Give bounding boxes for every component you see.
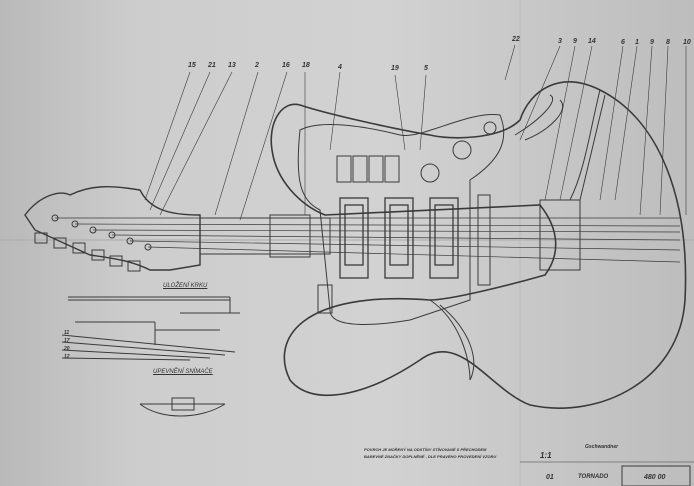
f-hole-upper (514, 94, 563, 141)
callout-22: 22 (512, 36, 520, 43)
note-line-2: BAREVNÉ ZNAČKY DOPLNĚNÉ , DLE PRAVÉHO PR… (364, 454, 497, 459)
callout-15: 15 (188, 62, 196, 69)
callout-1: 1 (635, 39, 639, 46)
pickup-mount-section (139, 397, 226, 417)
control-switches (336, 155, 400, 183)
neck-mount-label: ULOŽENÍ KRKU (163, 283, 208, 289)
callout-13: 13 (228, 62, 236, 69)
sheet-number: 01 (546, 474, 554, 481)
headstock (24, 186, 201, 271)
callout-5: 5 (424, 65, 428, 72)
knobs (420, 121, 497, 183)
pickups (339, 197, 459, 279)
callout-2: 2 (255, 62, 259, 69)
callout-14: 14 (588, 38, 596, 45)
callout-19: 19 (391, 65, 399, 72)
callout-18: 18 (302, 62, 310, 69)
side-number-11: 11 (64, 330, 70, 336)
guitar-body-outline (270, 81, 687, 409)
drawing-name: TORNADO (578, 474, 609, 480)
f-hole-lower (429, 299, 475, 381)
callout-16: 16 (282, 62, 290, 69)
title-block-box (621, 465, 691, 486)
callout-21: 21 (208, 62, 216, 69)
note-line-1: POVRCH JE MOŘENÝ NA ODSTÍNY STÍNOVANÉ S … (364, 447, 487, 452)
side-number-17: 17 (64, 338, 70, 344)
signature: Gschwandner (585, 444, 619, 450)
tuning-pegs (34, 214, 152, 272)
jack-plate (317, 284, 333, 314)
neck-mount-section (61, 296, 240, 361)
pickguard (297, 113, 505, 325)
f-hole-right (569, 89, 606, 201)
callout-9b: 9 (650, 39, 654, 46)
tailpiece (539, 199, 581, 271)
neck-heel (269, 214, 311, 258)
callout-8: 8 (666, 39, 670, 46)
callout-6: 6 (621, 39, 625, 46)
callout-9a: 9 (573, 38, 577, 45)
scale-value: 1:1 (540, 451, 552, 460)
drawing-number: 480 00 (644, 474, 666, 481)
callout-3: 3 (558, 38, 562, 45)
side-number-20: 20 (64, 346, 70, 352)
callout-leaders (144, 44, 687, 221)
side-number-12: 12 (64, 354, 70, 360)
pickup-mount-label: UPEVNĚNÍ SNÍMAČE (153, 369, 213, 375)
bridge (477, 194, 491, 286)
callout-4: 4 (338, 64, 342, 71)
callout-10: 10 (683, 39, 691, 46)
